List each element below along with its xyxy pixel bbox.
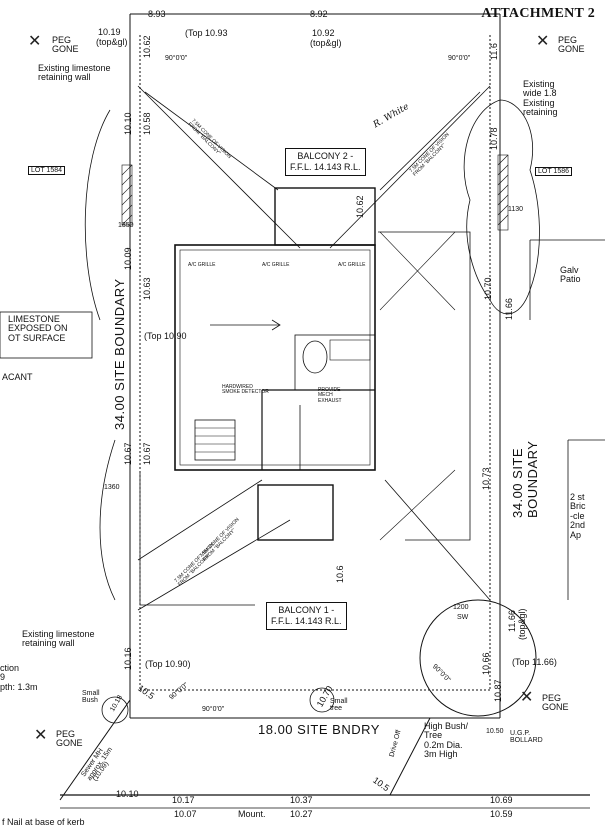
dim-11-66: 11.66 <box>504 298 514 320</box>
dim-8-92: 8.92 <box>310 9 328 19</box>
lot-1584: LOT 1584 <box>28 166 66 176</box>
ugp-bollard: U.G.P. BOLLARD <box>510 730 543 745</box>
dim-10-67-b: 10.67 <box>142 442 152 465</box>
ac-grille-2: A/C GRILLE <box>262 262 290 268</box>
dim-10-19: 10.19 <box>98 27 121 37</box>
dim-10-73: 10.73 <box>481 467 491 490</box>
limestone-wall-bottom: Existing limestone retaining wall <box>22 629 95 649</box>
large-tree-outline <box>463 99 540 315</box>
ac-grille-1: A/C GRILLE <box>188 262 216 268</box>
peg-cross-icon: ✕ <box>34 727 48 744</box>
small-tree: Small tree <box>330 698 348 713</box>
dim-10-78: 10.78 <box>489 127 499 150</box>
limestone-wall-top: Existing limestone retaining wall <box>38 63 111 83</box>
site-boundary-left: 34.00 SITE BOUNDARY <box>112 278 127 430</box>
vacant-label: ACANT <box>2 372 33 382</box>
dim-bottom-10-69: 10.69 <box>490 795 513 805</box>
angle-top-left: 90°0'0" <box>165 55 188 62</box>
dim-1130: 1130 <box>508 206 524 213</box>
dim-top-10-90: (Top 10.90 <box>144 331 187 341</box>
dim-bottom-10-27: 10.27 <box>290 809 313 819</box>
stairs <box>194 419 236 461</box>
dim-10-10: 10.10 <box>123 112 133 135</box>
dim-top-10-90-b: (Top 10.90) <box>145 659 191 669</box>
dim-top-gl-right: (top&gl) <box>310 38 342 48</box>
dim-10-70: 10.70 <box>483 277 493 300</box>
balcony-2-outline <box>274 187 376 246</box>
two-storey-note: 2 st Bric -cle 2nd Ap <box>570 492 586 540</box>
site-bndry-bottom: 18.00 SITE BNDRY <box>258 722 380 737</box>
dim-center-10-62: 10.62 <box>355 195 365 218</box>
section-note: ction 9 pth: 1.3m <box>0 663 38 692</box>
galv-patio: Galv Patio <box>560 265 581 285</box>
hatched-wall-right <box>497 154 509 231</box>
dim-1360: 1360 <box>104 484 120 491</box>
attachment-label: ATTACHMENT 2 <box>481 6 595 21</box>
dim-10-58: 10.58 <box>142 112 152 135</box>
dim-10-62-left: 10.62 <box>142 35 152 58</box>
site-boundary-right: 34.00 SITE BOUNDARY <box>510 440 540 518</box>
peg-cross-icon: ✕ <box>28 33 42 50</box>
dim-bottom-10-37: 10.37 <box>290 795 313 805</box>
angle-bottom: 90°0'0" <box>202 706 225 713</box>
dim-10-09: 10.09 <box>123 247 133 270</box>
dim-top-gl-left: (top&gl) <box>96 37 128 47</box>
dim-8-93: 8.93 <box>148 9 166 19</box>
smoke-detector-note: HARDWIRED SMOKE DETECTOR <box>222 384 269 396</box>
dim-11-6: 11.6 <box>489 43 499 60</box>
dim-right-top-gl: (top&gl) <box>517 608 527 640</box>
balcony-2-label: BALCONY 2 - F.F.L. 14.143 R.L. <box>285 148 366 176</box>
existing-right-note: Existing wide 1.8 Existing retaining <box>523 79 558 118</box>
limestone-exposed: LIMESTONE EXPOSED ON OT SURFACE <box>8 314 68 343</box>
bathroom-note: PROVIDE MECH EXHAUST <box>318 387 342 404</box>
balcony-1-outline <box>257 484 334 541</box>
dim-top-11-66: (Top 11.66) <box>512 657 557 667</box>
peg-gone-top-left: PEG GONE <box>52 35 79 54</box>
dim-1200: 1200 <box>453 604 469 611</box>
peg-cross-icon: ✕ <box>520 689 534 706</box>
dim-center-10-6: 10.6 <box>335 565 345 583</box>
mount-label: Mount. <box>238 809 266 819</box>
dim-bottom-10-10: 10.10 <box>116 789 139 799</box>
tree-circle-bottom-right <box>419 599 537 717</box>
dim-bottom-10-59: 10.59 <box>490 809 513 819</box>
balcony-1-label: BALCONY 1 - F.F.L. 14.143 R.L. <box>266 602 347 630</box>
small-bush: Small Bush <box>82 690 100 705</box>
dim-1350: 1350 <box>118 222 134 229</box>
dim-10-50: 10.50 <box>486 728 504 735</box>
dim-10-67: 10.67 <box>123 442 133 465</box>
dim-10-92: 10.92 <box>312 28 335 38</box>
dim-10-87: 10.87 <box>493 679 503 702</box>
nail-kerb-note: f Nail at base of kerb <box>2 817 85 827</box>
dim-bottom-10-17: 10.17 <box>172 795 195 805</box>
peg-cross-icon: ✕ <box>536 33 550 50</box>
high-bush-note: High Bush/ Tree 0.2m Dia. 3m High <box>424 721 469 760</box>
angle-top-right: 90°0'0" <box>448 55 471 62</box>
lot-1586: LOT 1586 <box>535 167 573 177</box>
dim-10-66: 10.66 <box>481 652 491 675</box>
peg-gone-top-right: PEG GONE <box>558 35 585 54</box>
dim-10-16: 10.16 <box>123 647 133 670</box>
peg-gone-bottom-right: PEG GONE <box>542 693 569 712</box>
peg-gone-bottom-left: PEG GONE <box>56 729 83 748</box>
hatched-wall-left <box>121 164 133 226</box>
dim-sw: SW <box>457 614 469 621</box>
dim-10-63: 10.63 <box>142 277 152 300</box>
ac-grille-3: A/C GRILLE <box>338 262 366 268</box>
dim-bottom-10-07: 10.07 <box>174 809 197 819</box>
dim-top-10-93: (Top 10.93 <box>185 28 228 38</box>
